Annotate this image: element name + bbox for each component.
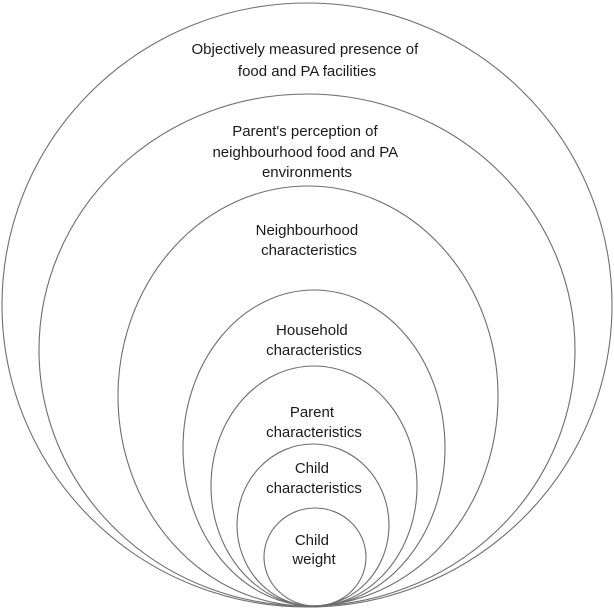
layer-child-weight: [263, 507, 367, 607]
label-objective-facilities: Objectively measured presence of food an…: [192, 41, 423, 80]
label-neighbourhood: Neighbourhood characteristics: [256, 222, 363, 259]
label-household: Household characteristics: [266, 322, 362, 359]
label-child-characteristics: Child characteristics: [266, 460, 362, 497]
label-parent: Parent characteristics: [266, 404, 362, 441]
label-child-weight: Child weight: [291, 532, 336, 568]
label-parent-perception: Parent's perception of neighbourhood foo…: [212, 123, 401, 181]
